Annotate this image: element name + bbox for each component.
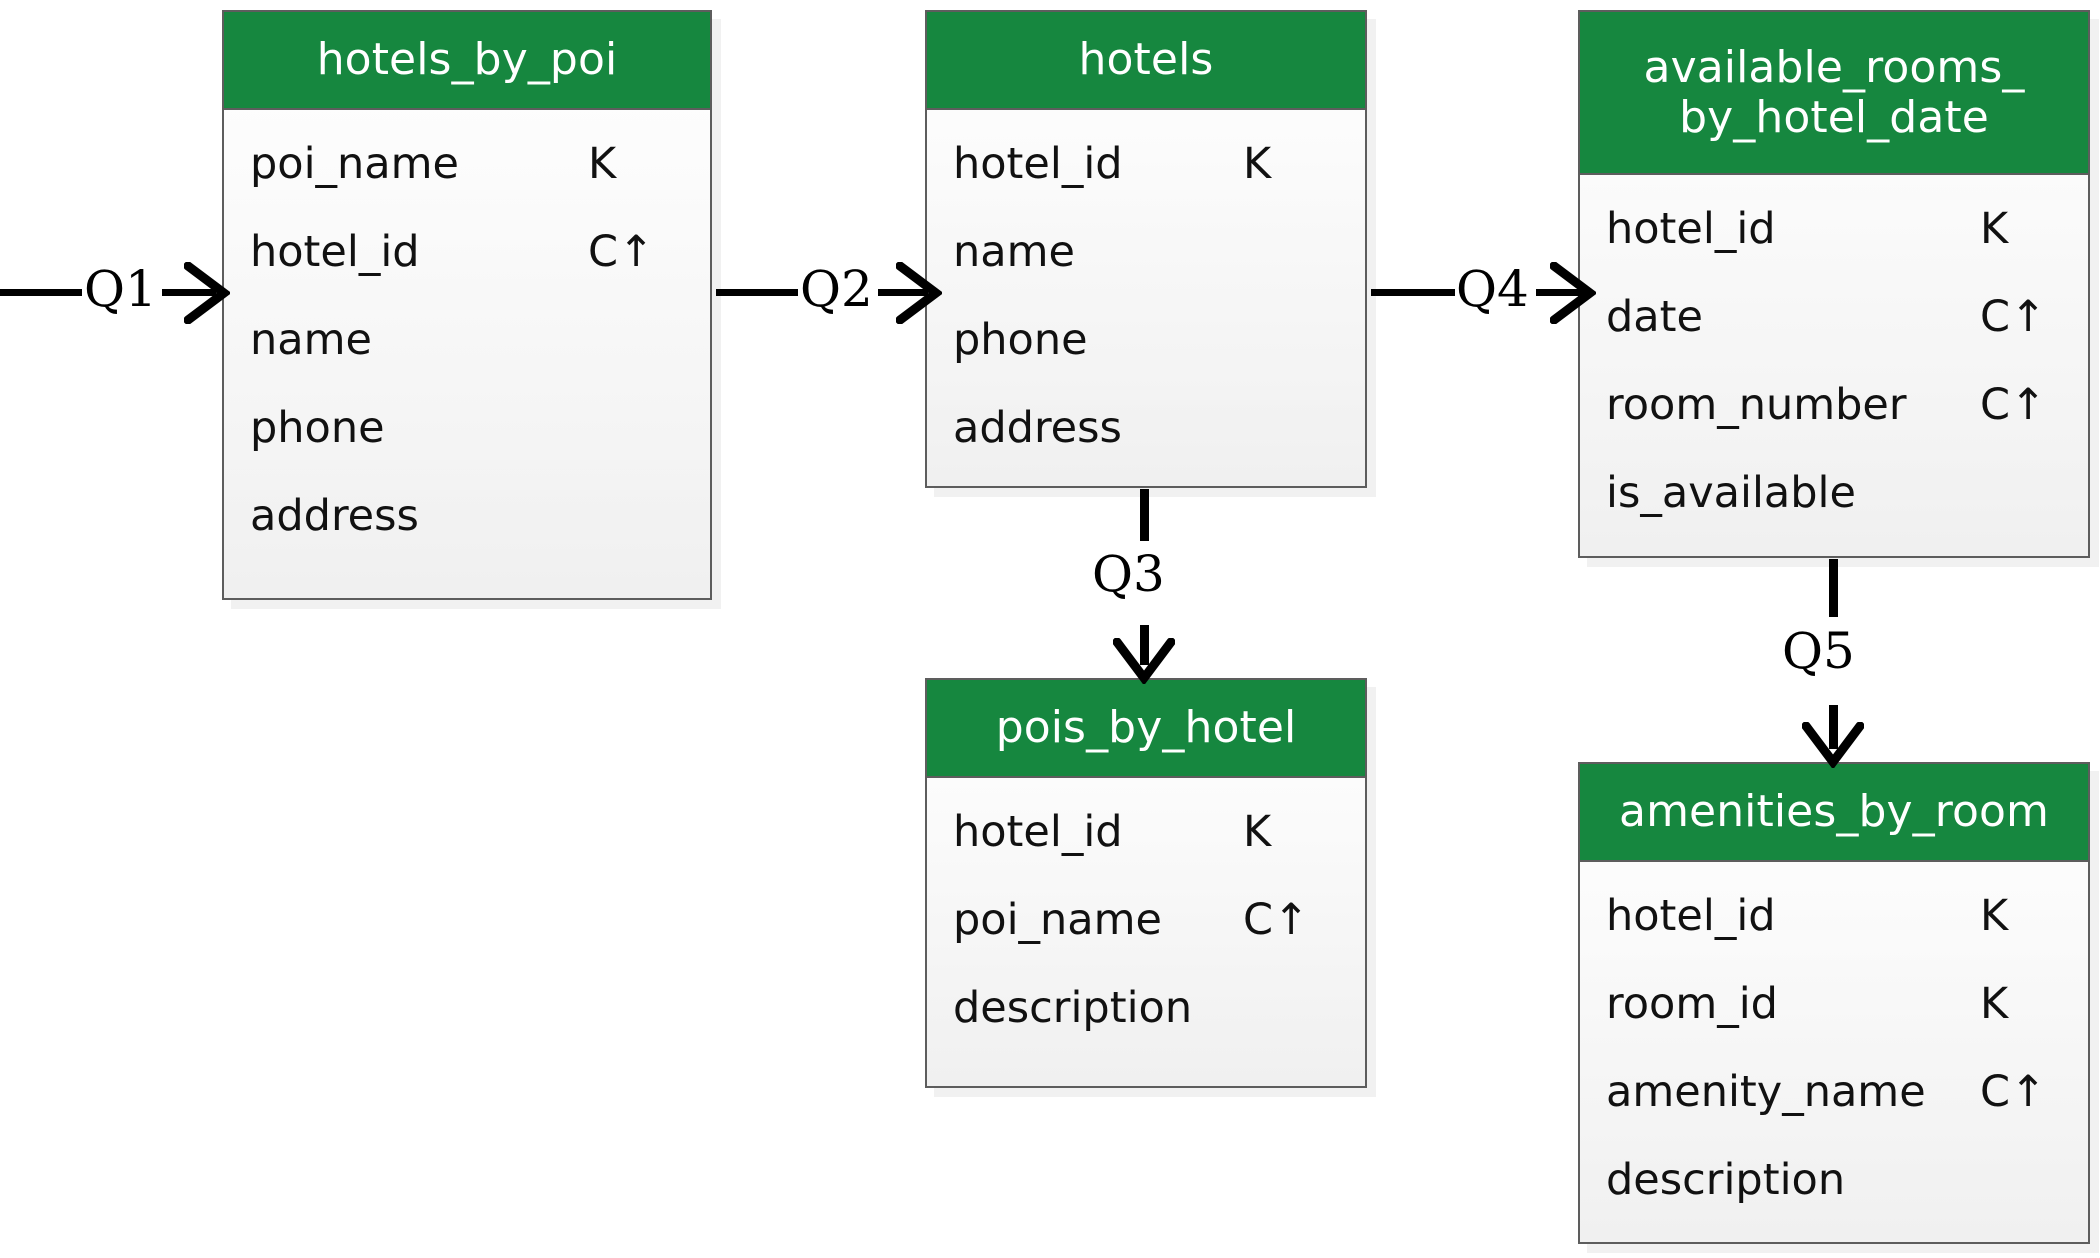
table-title: pois_by_hotel: [995, 702, 1297, 754]
column-name: phone: [953, 315, 1088, 365]
table-body-hotels-by-poi: poi_name K hotel_id C↑ name phone addres…: [224, 110, 710, 570]
table-header-available-rooms-by-hotel-date: available_rooms_ by_hotel_date: [1580, 12, 2088, 175]
edge-q3-arrowhead: [1113, 638, 1175, 684]
column-name: room_number: [1606, 380, 1907, 430]
column-key: K: [1980, 204, 2009, 254]
column-key: C↑: [1980, 1067, 2047, 1117]
table-title: amenities_by_room: [1619, 786, 2049, 838]
table-body-amenities-by-room: hotel_id K room_id K amenity_name C↑ des…: [1580, 862, 2088, 1234]
table-header-hotels: hotels: [927, 12, 1365, 110]
column-name: address: [953, 403, 1122, 453]
column-key: K: [588, 139, 617, 189]
column-key: C↑: [1243, 895, 1310, 945]
column-name: hotel_id: [953, 139, 1123, 189]
column-name: poi_name: [953, 895, 1162, 945]
edge-q2-line-left: [716, 289, 798, 296]
column-name: is_available: [1606, 468, 1856, 518]
edge-q3-line-bottom: [1140, 625, 1149, 665]
column-name: hotel_id: [1606, 204, 1776, 254]
table-header-hotels-by-poi: hotels_by_poi: [224, 12, 710, 110]
table-row: poi_name K: [250, 120, 684, 208]
table-body-hotels: hotel_id K name phone address: [927, 110, 1365, 482]
column-key: K: [1243, 807, 1272, 857]
edge-q4-line-right: [1536, 289, 1586, 296]
column-name: name: [953, 227, 1075, 277]
edge-q5-label: Q5: [1782, 622, 1855, 680]
table-row: hotel_id C↑: [250, 208, 684, 296]
table-row: description: [953, 964, 1339, 1052]
table-row: room_number C↑: [1606, 361, 2062, 449]
column-name: room_id: [1606, 979, 1778, 1029]
column-name: hotel_id: [250, 227, 420, 277]
edge-q3-line-top: [1140, 489, 1149, 541]
table-hotels-by-poi: hotels_by_poi poi_name K hotel_id C↑ nam…: [222, 10, 712, 600]
column-key: K: [1980, 979, 2009, 1029]
edge-q5-line-bottom: [1829, 705, 1838, 749]
table-body-available-rooms-by-hotel-date: hotel_id K date C↑ room_number C↑ is_ava…: [1580, 175, 2088, 547]
column-name: name: [250, 315, 372, 365]
column-name: address: [250, 491, 419, 541]
table-available-rooms-by-hotel-date: available_rooms_ by_hotel_date hotel_id …: [1578, 10, 2090, 558]
table-row: hotel_id K: [1606, 872, 2062, 960]
edge-q1-line-left: [0, 289, 82, 296]
table-title: available_rooms_ by_hotel_date: [1643, 41, 2025, 143]
table-row: name: [250, 296, 684, 384]
column-key: C↑: [588, 227, 655, 277]
table-row: hotel_id K: [953, 788, 1339, 876]
edge-q4-line-left: [1371, 289, 1455, 296]
table-row: room_id K: [1606, 960, 2062, 1048]
edge-q5-arrowhead: [1802, 722, 1864, 768]
table-row: poi_name C↑: [953, 876, 1339, 964]
column-name: date: [1606, 292, 1703, 342]
table-row: address: [953, 384, 1339, 472]
table-pois-by-hotel: pois_by_hotel hotel_id K poi_name C↑ des…: [925, 678, 1367, 1088]
edge-q2-line-right: [878, 289, 928, 296]
edge-q2-label: Q2: [800, 260, 873, 318]
table-row: name: [953, 208, 1339, 296]
column-key: C↑: [1980, 292, 2047, 342]
table-row: description: [1606, 1136, 2062, 1224]
column-name: hotel_id: [1606, 891, 1776, 941]
table-row: phone: [953, 296, 1339, 384]
table-row: amenity_name C↑: [1606, 1048, 2062, 1136]
column-key: K: [1980, 891, 2009, 941]
edge-q1-arrowhead: [184, 262, 230, 324]
table-title: hotels_by_poi: [316, 34, 618, 86]
table-row: hotel_id K: [1606, 185, 2062, 273]
column-name: poi_name: [250, 139, 459, 189]
table-row: date C↑: [1606, 273, 2062, 361]
edge-q4-label: Q4: [1456, 260, 1529, 318]
column-name: hotel_id: [953, 807, 1123, 857]
table-row: hotel_id K: [953, 120, 1339, 208]
table-row: is_available: [1606, 449, 2062, 537]
table-title: hotels: [1078, 34, 1214, 86]
table-body-pois-by-hotel: hotel_id K poi_name C↑ description: [927, 778, 1365, 1062]
table-row: address: [250, 472, 684, 560]
column-name: description: [1606, 1155, 1846, 1205]
edge-q5-line-top: [1829, 559, 1838, 617]
edge-q2-arrowhead: [896, 262, 942, 324]
table-header-pois-by-hotel: pois_by_hotel: [927, 680, 1365, 778]
table-hotels: hotels hotel_id K name phone address: [925, 10, 1367, 488]
table-header-amenities-by-room: amenities_by_room: [1580, 764, 2088, 862]
table-row: phone: [250, 384, 684, 472]
column-key: C↑: [1980, 380, 2047, 430]
table-amenities-by-room: amenities_by_room hotel_id K room_id K a…: [1578, 762, 2090, 1244]
column-key: K: [1243, 139, 1272, 189]
edge-q4-arrowhead: [1550, 262, 1596, 324]
column-name: description: [953, 983, 1193, 1033]
edge-q1-line-right: [162, 289, 216, 296]
edge-q1-label: Q1: [84, 260, 157, 318]
column-name: amenity_name: [1606, 1067, 1926, 1117]
edge-q3-label: Q3: [1092, 545, 1165, 603]
column-name: phone: [250, 403, 385, 453]
